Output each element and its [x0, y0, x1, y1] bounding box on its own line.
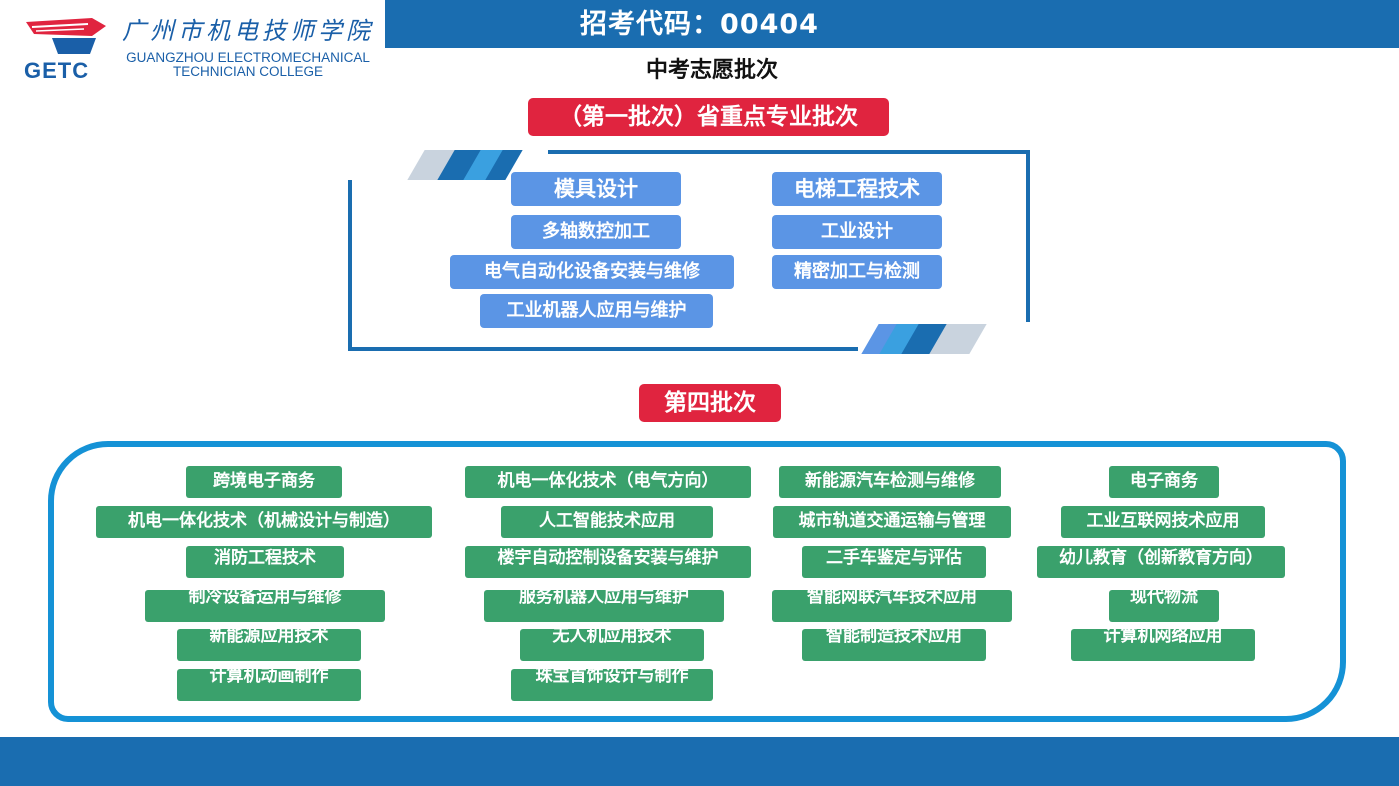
- major-item: 工业互联网技术应用: [1061, 506, 1265, 538]
- major-item: 楼宇自动控制设备安装与维护: [465, 546, 751, 578]
- school-name-en-line2: TECHNICIAN COLLEGE: [172, 64, 324, 79]
- major-item: 智能制造技术应用: [802, 629, 986, 661]
- major-item: 无人机应用技术: [520, 629, 704, 661]
- major-item: 制冷设备运用与维修: [145, 590, 385, 622]
- batch1-frame-gap: [858, 322, 1030, 355]
- major-item: 新能源应用技术: [177, 629, 361, 661]
- major-item: 电子商务: [1109, 466, 1219, 498]
- major-item: 服务机器人应用与维护: [484, 590, 724, 622]
- major-item: 工业机器人应用与维护: [480, 294, 713, 328]
- batch1-frame: [348, 150, 1030, 351]
- major-item: 珠宝首饰设计与制作: [511, 669, 713, 701]
- major-item: 智能网联汽车技术应用: [772, 590, 1012, 622]
- major-item: 幼儿教育（创新教育方向）: [1037, 546, 1285, 578]
- major-item: 多轴数控加工: [511, 215, 681, 249]
- major-item: 机电一体化技术（机械设计与制造）: [96, 506, 432, 538]
- batch4-banner: 第四批次: [639, 384, 781, 422]
- major-item: 跨境电子商务: [186, 466, 342, 498]
- major-item: 新能源汽车检测与维修: [779, 466, 1001, 498]
- major-item: 计算机网络应用: [1071, 629, 1255, 661]
- logo-emblem-icon: [26, 18, 106, 54]
- major-item: 机电一体化技术（电气方向）: [465, 466, 751, 498]
- major-item: 城市轨道交通运输与管理: [773, 506, 1011, 538]
- major-item: 二手车鉴定与评估: [802, 546, 986, 578]
- major-item: 计算机动画制作: [177, 669, 361, 701]
- batch1-frame-top: [348, 150, 1030, 154]
- major-item: 精密加工与检测: [772, 255, 942, 289]
- major-item: 人工智能技术应用: [501, 506, 713, 538]
- batch1-banner: （第一批次）省重点专业批次: [528, 98, 889, 136]
- page-title: 招考代码：00404: [580, 9, 819, 40]
- subtitle: 中考志愿批次: [645, 58, 778, 83]
- school-name-en-line1: GUANGZHOU ELECTROMECHANICAL: [126, 50, 370, 65]
- logo-area: GETC 广州市机电技师学院 GUANGZHOU ELECTROMECHANIC…: [0, 0, 385, 86]
- batch1-panel: 模具设计 电梯工程技术 多轴数控加工 工业设计 电气自动化设备安装与维修 精密加…: [348, 150, 1030, 355]
- major-item: 模具设计: [511, 172, 681, 206]
- bottom-bar: [0, 737, 1399, 786]
- major-item: 电气自动化设备安装与维修: [450, 255, 734, 289]
- major-item: 电梯工程技术: [772, 172, 942, 206]
- batch4-panel: 跨境电子商务 机电一体化技术（电气方向） 新能源汽车检测与维修 电子商务 机电一…: [48, 441, 1346, 722]
- major-item: 现代物流: [1109, 590, 1219, 622]
- major-item: 消防工程技术: [186, 546, 344, 578]
- major-item: 工业设计: [772, 215, 942, 249]
- school-name-cn: 广州市机电技师学院: [122, 17, 374, 45]
- logo-letters: GETC: [24, 58, 90, 83]
